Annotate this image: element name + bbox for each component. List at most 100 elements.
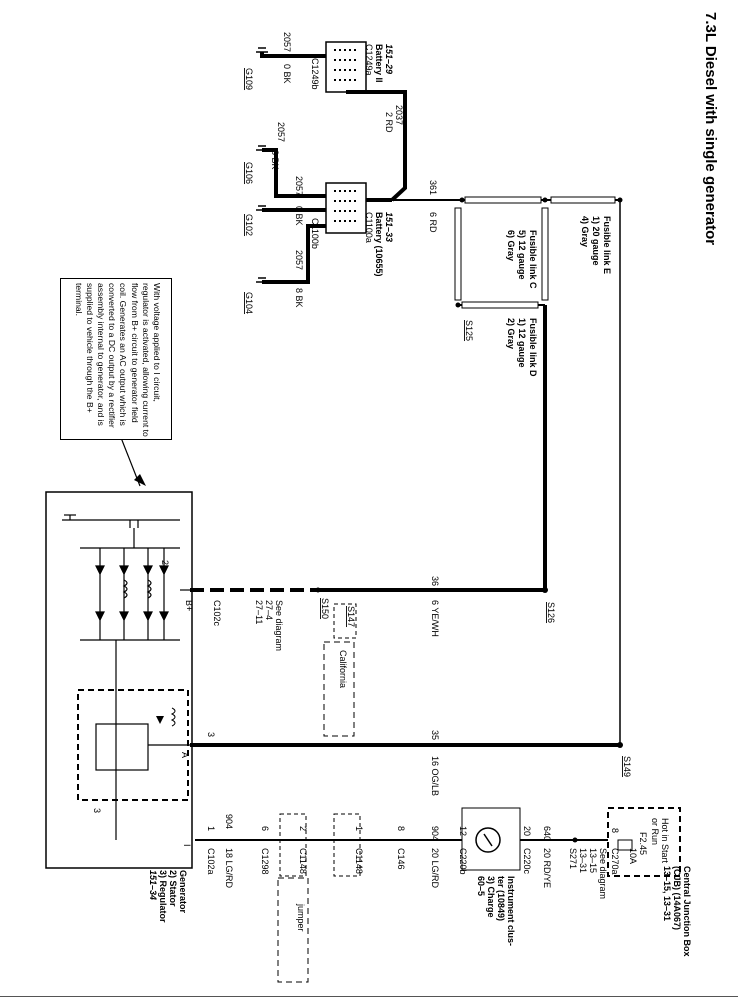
bat2-ground-wire xyxy=(260,52,326,58)
c146: C146 xyxy=(396,848,406,870)
a-pin: 3 xyxy=(206,732,216,737)
fus-d-l2: 2) Gray xyxy=(506,318,516,349)
g104: G104 xyxy=(244,292,254,314)
california: California xyxy=(338,650,348,688)
cjb-hot2: or Run xyxy=(650,818,660,845)
fus-c-title: Fusible link C xyxy=(528,230,538,289)
g102-circ: 2057 xyxy=(294,176,304,196)
fusible-link-e-symbol xyxy=(550,196,616,204)
cluster-t3: 3) Charge xyxy=(486,876,496,918)
gen-l1: 2) Stator xyxy=(168,870,178,907)
cjb-box xyxy=(607,807,681,877)
s147: S147 xyxy=(346,606,356,627)
cluster-t1: Instrument clus- xyxy=(506,876,516,946)
g102: G102 xyxy=(244,214,254,236)
g109: G109 xyxy=(244,68,254,90)
jumper-box xyxy=(277,877,309,983)
b-plus-col: 6 YE/WH xyxy=(430,600,440,637)
cjb-title1: Central Junction Box xyxy=(682,866,692,957)
battery-ii-ref-label: 151–29 xyxy=(384,44,394,74)
fuse-symbol xyxy=(617,839,633,851)
fus-e-l2: 4) Gray xyxy=(580,216,590,247)
generator-outline xyxy=(45,491,193,869)
fus-d-l1: 1) 12 gauge xyxy=(517,318,527,368)
cluster-t2: ter (10849) xyxy=(496,876,506,921)
cjb-see: See diagram xyxy=(598,848,608,899)
w640-col: 20 RD/YE xyxy=(542,848,552,888)
c102c: C102c xyxy=(212,600,222,627)
s150: S150 xyxy=(320,598,330,619)
bplus-ref2: 27–11 xyxy=(254,600,264,624)
c146-pin: 8 xyxy=(396,826,406,831)
c1148-bot-pin: 2 xyxy=(298,826,308,831)
bat2-pos-circ: 2037 xyxy=(394,105,404,125)
s125: S125 xyxy=(464,320,474,341)
gen-label-l: I xyxy=(182,844,192,847)
note-text: With voltage applied to I circuit, regul… xyxy=(73,283,162,437)
c1148-top-box xyxy=(333,813,361,877)
c1148-top-pin: 1 xyxy=(354,826,364,831)
b-plus-circ: 36 xyxy=(430,576,440,586)
fusible-link-d-symbol xyxy=(461,301,539,309)
w640-circ: 640 xyxy=(542,826,552,841)
note-box: With voltage applied to I circuit, regul… xyxy=(60,278,172,440)
g104-col: 8 BK xyxy=(294,288,304,308)
gen-pin: 1 xyxy=(206,826,216,831)
g106-circ: 2057 xyxy=(276,122,286,142)
gen-label-3: 3 xyxy=(92,808,102,813)
gen-l3: 151–34 xyxy=(148,870,158,900)
c102a: C102a xyxy=(206,848,216,875)
w904-col: 20 LG/RD xyxy=(430,848,440,889)
g106-wire xyxy=(262,148,326,198)
b-plus-term: B+ xyxy=(184,600,194,611)
bat2-pos-col: 2 RD xyxy=(384,112,394,133)
cluster-pin-b: 12 xyxy=(458,826,468,836)
bat2-gnd-col: 0 BK xyxy=(282,64,292,84)
a-term: A xyxy=(180,752,190,758)
page-bottom-rule xyxy=(0,996,738,997)
g102-col: 0 BK xyxy=(294,206,304,226)
diagram-title-rot: 7.3L Diesel with single generator xyxy=(702,12,719,245)
c1100a: C1100a xyxy=(364,212,374,243)
bat2-pos-wire xyxy=(346,90,407,202)
see-diagram-bplus: See diagram xyxy=(274,600,284,651)
cjb-hot1: Hot in Start xyxy=(660,818,670,864)
cjb-ref2: 13–31 xyxy=(578,848,588,873)
main-pos-col: 6 RD xyxy=(428,212,438,233)
cjb-title2: (CJB) (14A067) xyxy=(672,866,682,930)
battery-main-ref-label: 151–33 xyxy=(384,212,394,242)
bplus-ref1: 27–4 xyxy=(264,600,274,620)
a-circ: 35 xyxy=(430,730,440,740)
g104-circ: 2057 xyxy=(294,250,304,270)
c270a: C270a xyxy=(610,848,620,875)
c220c: C220c xyxy=(522,848,532,875)
california-box xyxy=(323,641,355,737)
c1148-top: C1148 xyxy=(354,848,364,874)
g106: G106 xyxy=(244,162,254,184)
harness-circ: 904 xyxy=(224,814,234,829)
c1298-pin: 6 xyxy=(260,826,270,831)
cjb-ref1: 13–15 xyxy=(588,848,598,873)
s271: S271 xyxy=(568,848,578,869)
gen-l2: 3) Regulator xyxy=(158,870,168,923)
c1249a: C1249a xyxy=(364,44,374,76)
w904-circ: 904 xyxy=(430,826,440,841)
fuse-id: F2.45 xyxy=(638,832,648,855)
c1148-bot-box xyxy=(279,813,307,877)
c1148-bot: C1148 xyxy=(298,848,308,874)
bat2-gnd-circ: 2057 xyxy=(282,32,292,52)
regulator-ic xyxy=(95,723,149,771)
harness-col: 18 LG/RD xyxy=(224,848,234,889)
c1298: C1298 xyxy=(260,848,270,875)
a-col: 16 OG/LB xyxy=(430,756,440,796)
fusible-link-c-symbol xyxy=(464,196,542,204)
cluster-pin-c: 20 xyxy=(522,826,532,836)
jumper: jumper xyxy=(296,903,306,932)
cjb-title3: 13–15, 13–31 xyxy=(662,866,672,921)
g106-col: 8 BK xyxy=(270,150,280,170)
s147-box xyxy=(333,603,357,639)
fus-d-title: Fusible link D xyxy=(528,318,538,377)
rectifier-assembly xyxy=(62,514,192,840)
s126: S126 xyxy=(546,602,556,623)
